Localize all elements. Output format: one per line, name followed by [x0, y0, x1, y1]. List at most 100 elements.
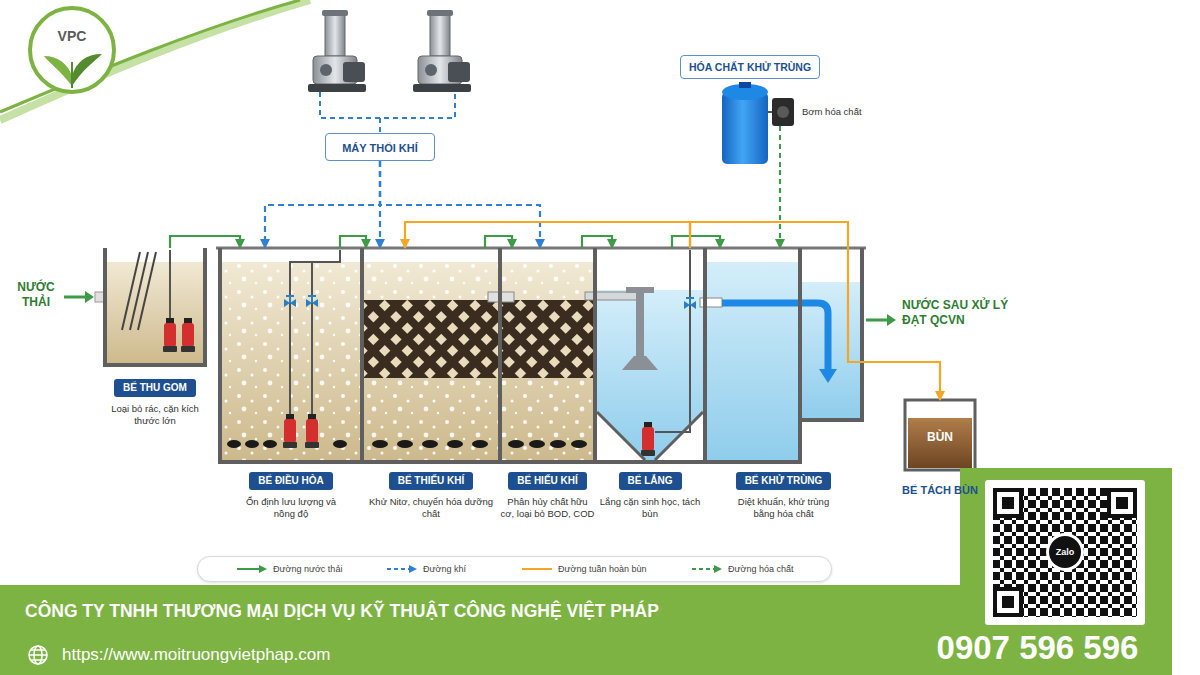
- sludge-pump: [641, 422, 655, 456]
- label-holder: NƯỚC THẢI: [10, 280, 62, 310]
- legend-sample: [409, 565, 417, 573]
- air-diffuser: [422, 440, 438, 448]
- equipment-name: HÓA CHẤT KHỬ TRÙNG: [680, 55, 820, 79]
- effluent-arrow: [866, 319, 888, 322]
- collection-tank: [138, 252, 156, 330]
- disinfection-pipe: [722, 303, 837, 383]
- air-diffuser: [227, 440, 587, 448]
- tank-wall: [216, 247, 866, 250]
- collection-tank: [122, 252, 140, 330]
- qr-code: [1002, 596, 1014, 608]
- transfer-pump: [283, 414, 297, 448]
- air-blower: [322, 10, 348, 16]
- qr-code: [985, 480, 1145, 625]
- water-line: [582, 236, 612, 248]
- air-diffuser: [472, 440, 488, 448]
- label-holder: NƯỚC SAU XỬ LÝ ĐẠT QCVN: [902, 298, 1027, 328]
- legend-text: Đường tuần hoàn bùn: [558, 564, 647, 575]
- chemical-tank: [722, 92, 768, 164]
- transfer-pump: [284, 295, 296, 307]
- collection-tank: [181, 318, 195, 352]
- tank-description: Diệt khuẩn, khử trùng bằng hóa chất: [728, 496, 840, 520]
- collection-tank: [105, 248, 205, 365]
- qr-code: [1111, 492, 1133, 514]
- label-holder: Zalo: [1045, 546, 1085, 558]
- qr-code: [993, 488, 1023, 518]
- water-line: [485, 236, 512, 248]
- company-logo: [72, 54, 102, 86]
- air-blower: [427, 10, 453, 16]
- legend-sample: [387, 568, 410, 570]
- qr-code: [993, 587, 1023, 617]
- legend-entry: Đường khí: [386, 557, 466, 581]
- air-manifold: [320, 92, 455, 118]
- dosing-pump: [772, 98, 794, 126]
- tank-wall: [220, 248, 862, 462]
- qr-code: [985, 480, 1145, 625]
- legend-text: Đường nước thải: [273, 564, 342, 575]
- label-holder: 0907 596 596: [915, 630, 1160, 666]
- legend-sample: [386, 564, 418, 574]
- collection-tank: [105, 248, 205, 365]
- tank-content: BÙN: [927, 430, 953, 445]
- legend-sample: [259, 565, 267, 573]
- tank-node: BỂ ĐIỀU HÒAỔn định lưu lượng và nồng độ: [220, 248, 362, 520]
- air-blower: [308, 84, 366, 92]
- tank-wall: [216, 248, 866, 462]
- connecting-pipe: [585, 292, 637, 300]
- sludge-tank: [905, 400, 975, 470]
- label-holder: CÔNG TY TNHH THƯƠNG MẠI DỊCH VỤ KỸ THUẬT…: [25, 600, 965, 622]
- tank-description: Lắng cặn sinh học, tách bùn: [598, 496, 702, 520]
- sludge-pump: [641, 250, 696, 456]
- tank-name: BỂ ĐIỀU HÒA: [249, 472, 333, 490]
- air-manifold: [379, 118, 381, 132]
- air-blower: [430, 14, 450, 56]
- brand-swoosh: [0, 0, 310, 120]
- treatment-tank-fill: [502, 300, 593, 378]
- dosing-pump: [777, 106, 789, 118]
- qr-code: [997, 591, 1019, 613]
- air-diffuser: [227, 440, 241, 448]
- chemical-tank: [768, 111, 772, 113]
- pump-label: Bơm hóa chất: [802, 106, 882, 118]
- air-line: [265, 161, 380, 248]
- effluent-arrow: [887, 314, 896, 326]
- legend-sample: [521, 564, 553, 574]
- qr-code: [1046, 533, 1084, 571]
- air-diffuser: [372, 440, 388, 448]
- tank-node: BỂ LẮNG Lắng cặn sinh học, tách bùn: [595, 248, 705, 520]
- company-name: CÔNG TY TNHH THƯƠNG MẠI DỊCH VỤ KỸ THUẬT…: [25, 600, 965, 622]
- air-diffuser: [333, 440, 347, 448]
- collection-tank: [169, 250, 171, 318]
- treatment-tank-fill: [364, 262, 498, 460]
- website-url: https://www.moitruongvietphap.com: [62, 644, 562, 666]
- air-line: [379, 161, 381, 248]
- influent-arrow: [64, 296, 86, 299]
- air-line: [380, 161, 540, 248]
- legend-text: Đường khí: [423, 564, 466, 575]
- air-diffuser: [571, 440, 587, 448]
- influent-arrow: [85, 291, 94, 303]
- label-holder: VPC: [42, 28, 102, 44]
- qr-code: [1107, 488, 1137, 518]
- air-blower: [308, 10, 471, 92]
- air-blower: [343, 62, 365, 82]
- phone-number: 0907 596 596: [915, 630, 1160, 666]
- qr-code: [1002, 497, 1014, 509]
- brand-swoosh: [0, 0, 310, 120]
- disinfection-pipe: [819, 369, 837, 383]
- sludge-tank: [905, 400, 975, 470]
- dosing-pump: [779, 126, 781, 170]
- tank-name: BỂ LẮNG: [619, 472, 682, 490]
- footer-band: [0, 585, 1172, 675]
- tank-name: BỂ THU GOM: [114, 379, 196, 397]
- air-blower: [325, 14, 345, 56]
- company-logo: [44, 56, 72, 86]
- qr-code: [1116, 497, 1128, 509]
- tank-name: BỂ TÁCH BÙN: [902, 483, 978, 497]
- connecting-pipe: [488, 287, 722, 370]
- blower-node: MÁY THỔI KHÍ: [325, 133, 435, 161]
- collection-tank: [130, 252, 148, 330]
- connecting-pipe: [626, 287, 654, 293]
- connecting-pipe: [622, 356, 658, 370]
